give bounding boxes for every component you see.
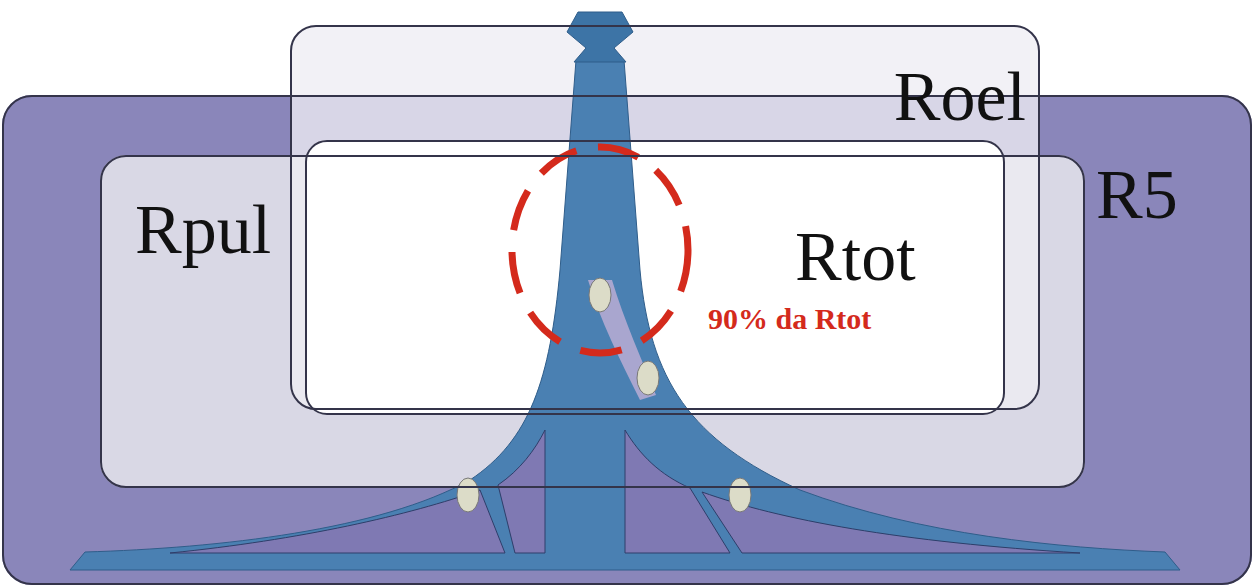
bronchus-marker	[729, 478, 751, 512]
region-box: Roel	[290, 25, 1040, 410]
lung-wedge	[702, 492, 1080, 553]
region-label: Rpul	[135, 195, 271, 265]
region-box: Rpul	[100, 155, 1085, 488]
region-label: Rtot	[795, 222, 916, 292]
bronchus-marker	[589, 278, 611, 312]
region-label: Roel	[894, 62, 1026, 132]
lung-wedge	[498, 430, 545, 553]
bronchus-marker	[457, 478, 479, 512]
callout-label: 90% da Rtot	[708, 302, 871, 335]
trachea-head	[567, 12, 633, 62]
lung-wedge	[170, 490, 505, 553]
region-label: R5	[1096, 160, 1178, 230]
region-box: Rtot	[305, 140, 1005, 415]
bronchus-marker	[637, 361, 659, 395]
box-fill	[305, 140, 1005, 415]
region-box: R5Rpul	[2, 95, 1252, 585]
airway-body	[70, 60, 1180, 570]
lung-wedge	[625, 430, 730, 553]
dashed-ellipse	[512, 147, 688, 353]
